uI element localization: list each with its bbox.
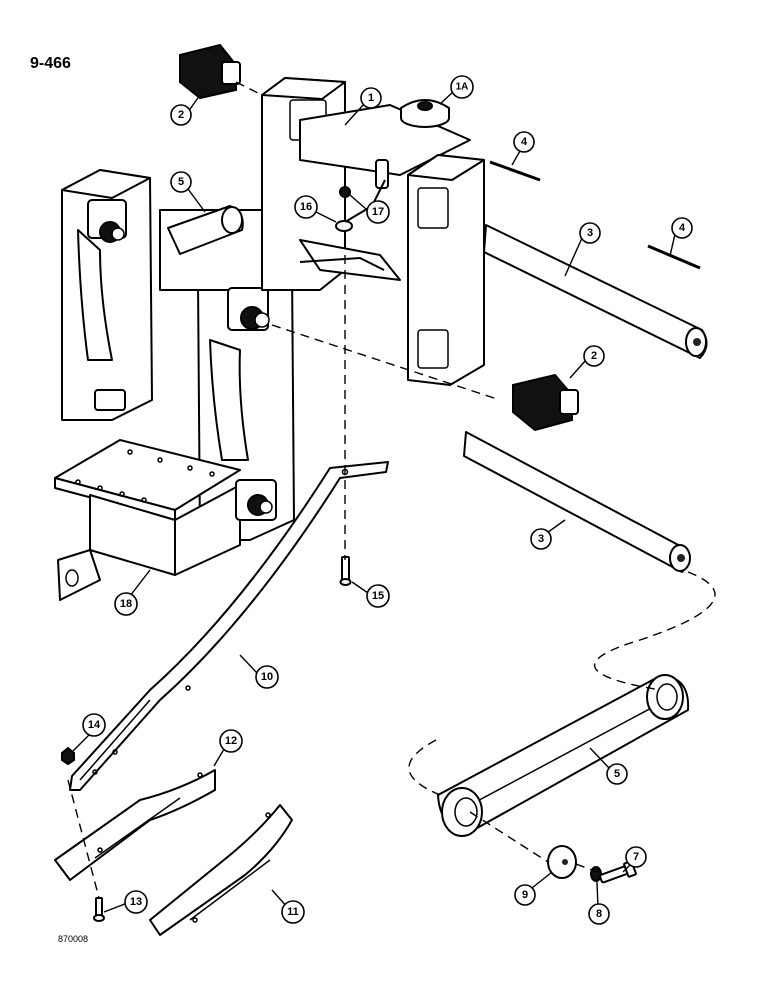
pin-upper <box>489 160 541 182</box>
svg-text:13: 13 <box>130 896 142 908</box>
callout-9: 9 <box>514 884 536 906</box>
callout-2-right: 2 <box>583 345 605 367</box>
svg-text:2: 2 <box>591 350 597 362</box>
svg-text:5: 5 <box>614 768 620 780</box>
svg-text:12: 12 <box>225 735 237 747</box>
shaft-upper <box>483 224 708 359</box>
callout-3-lower: 3 <box>530 528 552 550</box>
svg-text:16: 16 <box>300 201 312 213</box>
callout-17: 17 <box>366 200 390 224</box>
svg-text:14: 14 <box>88 719 101 731</box>
link-upper <box>167 205 244 255</box>
svg-text:1A: 1A <box>456 82 469 93</box>
callout-15: 15 <box>366 584 390 608</box>
figure-code: 870008 <box>58 934 88 944</box>
svg-text:18: 18 <box>120 598 132 610</box>
shield-lower <box>149 804 293 936</box>
svg-text:2: 2 <box>178 109 184 121</box>
callout-16: 16 <box>294 195 318 219</box>
link-lower <box>437 674 690 837</box>
rubber-mount-right <box>512 373 579 432</box>
callout-4-right: 4 <box>671 217 693 239</box>
pin-right <box>647 244 701 270</box>
callout-11: 11 <box>281 900 305 924</box>
cap <box>400 99 450 128</box>
svg-text:7: 7 <box>633 851 639 863</box>
callout-18: 18 <box>114 592 138 616</box>
callout-1: 1 <box>360 87 382 109</box>
lock-washer <box>590 866 602 882</box>
callout-3-upper: 3 <box>579 222 601 244</box>
callout-8: 8 <box>588 903 610 925</box>
svg-text:5: 5 <box>178 176 184 188</box>
callout-4-upper: 4 <box>513 131 535 153</box>
screw <box>93 897 105 922</box>
mount-bracket <box>261 77 485 386</box>
svg-text:9: 9 <box>522 889 528 901</box>
svg-text:8: 8 <box>596 908 602 920</box>
svg-text:15: 15 <box>372 590 384 602</box>
callout-10: 10 <box>255 665 279 689</box>
brace-strap <box>69 461 389 791</box>
svg-text:4: 4 <box>679 222 686 234</box>
svg-text:11: 11 <box>287 906 299 918</box>
svg-text:1: 1 <box>368 92 374 104</box>
bolt-vertical <box>339 556 352 586</box>
assembly-lines <box>67 81 716 899</box>
callout-5-lower: 5 <box>606 763 628 785</box>
svg-text:3: 3 <box>587 227 593 239</box>
svg-text:17: 17 <box>372 206 384 218</box>
shaft-lower <box>463 431 691 573</box>
svg-text:4: 4 <box>521 136 528 148</box>
callout-1a: 1A <box>450 75 474 99</box>
nut <box>61 746 75 766</box>
callout-7: 7 <box>625 846 647 868</box>
callout-13: 13 <box>124 890 148 914</box>
callout-5-upper: 5 <box>170 171 192 193</box>
callout-12: 12 <box>219 729 243 753</box>
callout-14: 14 <box>82 713 106 737</box>
bolt <box>599 860 637 884</box>
svg-text:10: 10 <box>261 671 273 683</box>
shield-upper <box>54 769 216 881</box>
svg-text:3: 3 <box>538 533 544 545</box>
callout-2-top: 2 <box>170 104 192 126</box>
main-frame <box>54 169 301 601</box>
page-number: 9-466 <box>30 55 71 72</box>
rubber-mount-top <box>179 43 241 100</box>
leader-lines <box>71 91 676 913</box>
